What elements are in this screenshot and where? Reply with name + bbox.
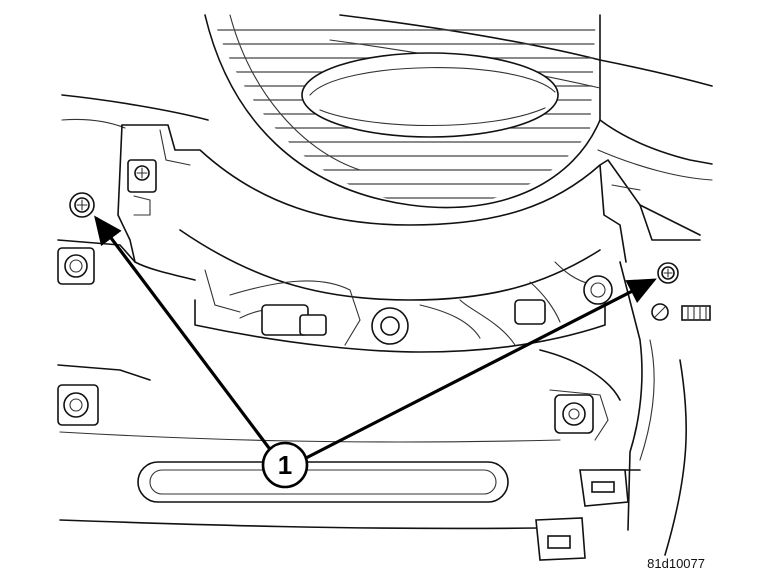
left-screw xyxy=(69,192,95,218)
right-panel-bolt-upper xyxy=(583,275,613,305)
center-air-duct xyxy=(212,29,596,199)
right-screw xyxy=(657,262,679,284)
lower-right-clip-upper xyxy=(579,469,629,507)
dash-top-outline xyxy=(61,14,713,209)
callout-bubble: 1 xyxy=(261,441,309,489)
callout-number: 1 xyxy=(278,450,292,480)
right-panel-bolt-lower xyxy=(554,394,594,434)
left-panel-bolt-upper xyxy=(57,247,95,285)
right-side-vent-tab xyxy=(651,303,711,321)
upper-left-bracket-screw xyxy=(127,159,157,216)
lower-instrument-panel xyxy=(57,239,688,556)
callout-arrow-left xyxy=(94,215,274,453)
callout-arrow-right xyxy=(305,278,657,460)
left-panel-bolt-lower xyxy=(57,384,99,426)
figure-id: 81d10077 xyxy=(647,556,705,571)
instrument-panel-cavity xyxy=(179,229,606,353)
lower-trim-slot xyxy=(137,461,509,503)
bezel-opening-frame xyxy=(117,124,701,263)
lower-right-clip-lower xyxy=(535,517,586,561)
